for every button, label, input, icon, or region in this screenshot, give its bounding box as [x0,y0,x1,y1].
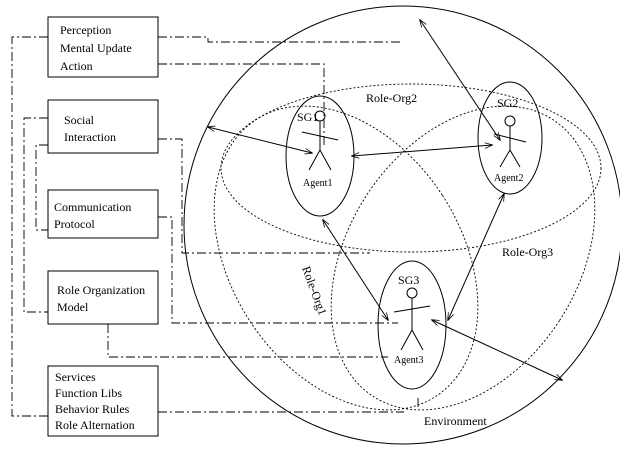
role-org1-ellipse [213,105,479,411]
perception-line-3: Action [60,59,93,73]
services-line-4: Role Alternation [55,418,135,432]
social-line-1: Social [64,113,95,127]
agent2-node: SG2 Agent2 [477,81,543,195]
agent2-goal: SG2 [497,96,518,110]
role-org3-label: Role-Org3 [502,245,553,259]
communication-line-2: Protocol [54,217,95,231]
communication-line-1: Communication [54,200,131,214]
communication-protocol-box: Communication Protocol [47,189,159,239]
services-line-1: Services [55,370,96,384]
role-org3-ellipse [330,105,596,411]
agent1-goal: SG1 [297,110,318,124]
agent1-node: SG1 Agent1 [285,95,355,217]
agent1-name: Agent1 [303,178,332,189]
role-org2-label: Role-Org2 [366,91,417,105]
agent3-node: SG3 Agent3 [377,260,447,390]
perception-line-1: Perception [60,23,111,37]
role-org2-ellipse [220,83,602,253]
services-line-3: Behavior Rules [55,402,130,416]
perception-box: Perception Mental Update Action [47,16,159,78]
agent2-name: Agent2 [494,173,523,184]
role-model-line-1: Role Organization [57,283,145,297]
social-interaction-box: Social Interaction [47,99,159,154]
role-model-line-2: Model [57,300,89,314]
perception-line-2: Mental Update [60,41,132,55]
environment-label: Environment [424,414,487,428]
agent3-name: Agent3 [394,355,423,366]
role-organization-model-box: Role Organization Model [47,270,159,325]
services-box: Services Function Libs Behavior Rules Ro… [47,365,159,437]
agent3-goal: SG3 [398,273,419,287]
interaction-arrows [208,20,562,380]
connector-lines [11,36,419,417]
agent3-stick-figure [393,287,431,351]
services-line-2: Function Libs [55,386,122,400]
social-line-2: Interaction [64,130,116,144]
role-org1-label: Role-Org1 [299,264,330,317]
environment-circle [183,5,620,445]
agent2-stick-figure [493,115,527,168]
